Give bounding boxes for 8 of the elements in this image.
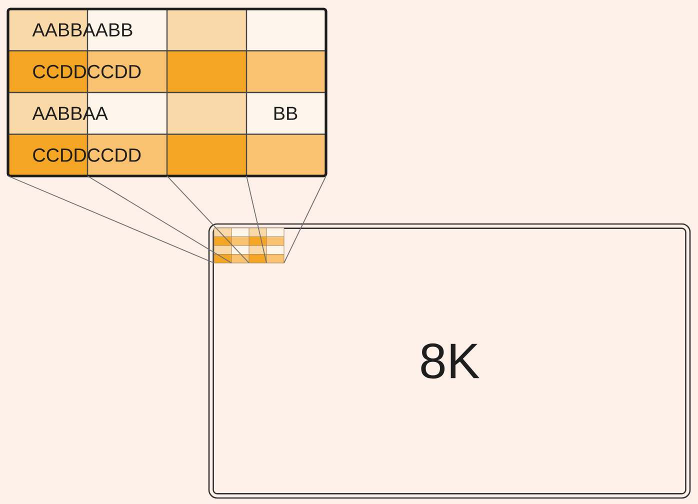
pixel-grid <box>214 228 284 264</box>
leader-line <box>166 176 250 264</box>
leader-line <box>8 176 214 264</box>
grid-text: BB <box>274 106 298 120</box>
leader-line <box>284 176 326 264</box>
resolution-label: 8K <box>421 343 480 379</box>
leader-line <box>87 176 232 264</box>
leader-line <box>246 176 267 264</box>
